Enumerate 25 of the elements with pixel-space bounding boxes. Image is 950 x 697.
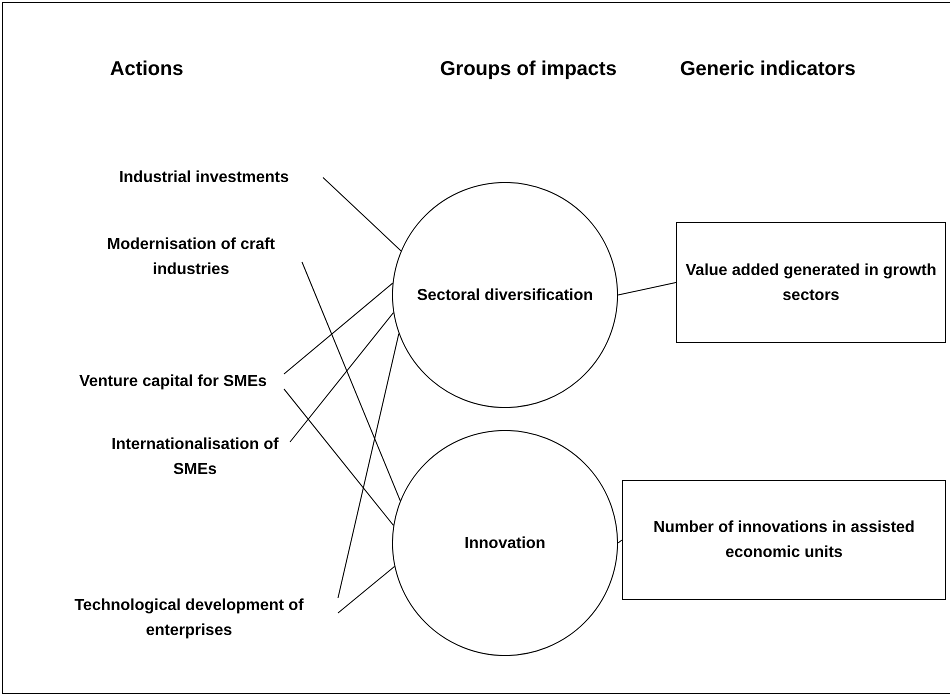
impact-circle xyxy=(392,430,618,656)
action-label: Venture capital for SMEs xyxy=(62,369,284,394)
column-heading: Actions xyxy=(110,58,184,81)
indicator-label: Number of innovations in assisted economic units xyxy=(652,518,916,563)
impact-label: Innovation xyxy=(464,534,546,554)
connector-line xyxy=(284,282,394,374)
connector-line xyxy=(284,388,394,526)
column-heading: Generic indicators xyxy=(680,58,856,81)
impact-circle xyxy=(392,182,618,408)
action-label: Internationalisation of SMEs xyxy=(100,432,290,482)
connector-line xyxy=(302,262,401,502)
connector-line xyxy=(322,177,402,252)
connector-line xyxy=(618,282,676,296)
column-heading: Groups of impacts xyxy=(440,58,617,81)
action-label: Modernisation of craft industries xyxy=(80,232,302,282)
action-label: Industrial investments xyxy=(85,165,323,190)
connector-line xyxy=(338,333,400,598)
indicator-box xyxy=(622,480,946,600)
impact-label: Sectoral diversification xyxy=(416,286,594,306)
indicator-label: Value added generated in growth sectors xyxy=(684,260,938,306)
indicator-box xyxy=(676,222,946,343)
connector-line xyxy=(618,540,622,544)
connector-line xyxy=(338,566,395,614)
action-label: Technological development of enterprises xyxy=(40,593,338,643)
connector-line xyxy=(290,312,394,442)
